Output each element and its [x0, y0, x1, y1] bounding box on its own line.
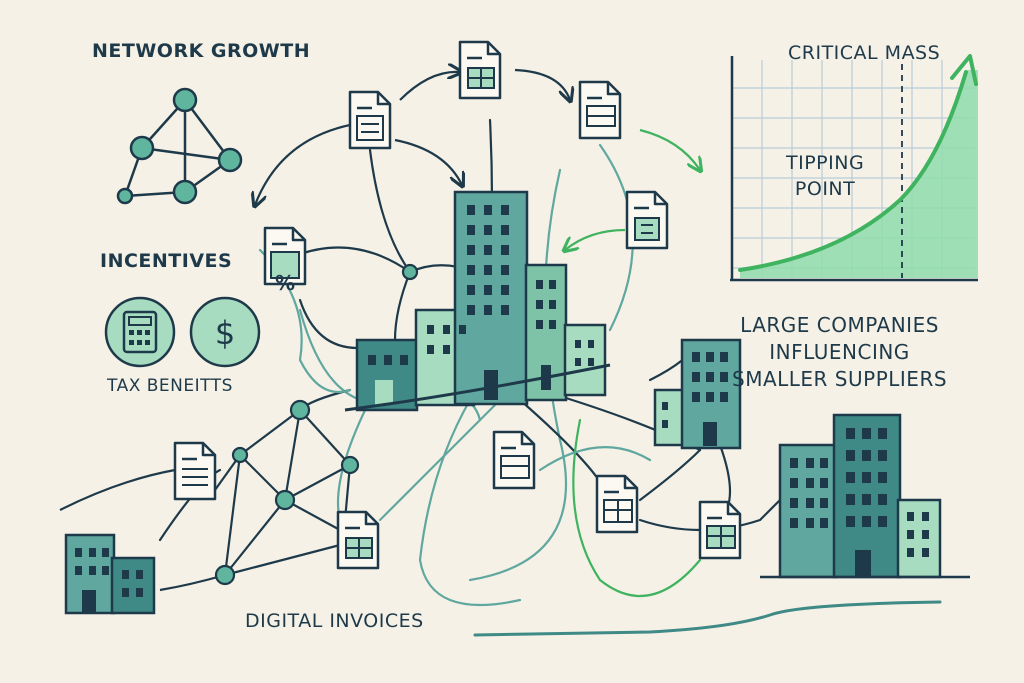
invoice-document-5	[173, 441, 217, 501]
tax-benefits-label: TAX BENEITTS	[107, 376, 233, 396]
bottom-accent-line	[473, 600, 942, 637]
invoice-document-8	[595, 474, 639, 534]
invoice-document-6	[336, 510, 380, 570]
digital-invoices-label: DIGITAL INVOICES	[245, 610, 424, 632]
large-companies-label: LARGE COMPANIES INFLUENCING SMALLER SUPP…	[732, 312, 947, 393]
large-companies-line-1: LARGE COMPANIES	[740, 313, 939, 337]
percent-glyph: %	[275, 271, 295, 295]
invoice-network	[59, 263, 419, 592]
tipping-point-label: TIPPING POINT	[786, 150, 864, 202]
central-buildings	[344, 190, 611, 412]
critical-mass-chart	[730, 54, 978, 282]
growth-area	[740, 70, 978, 278]
critical-mass-label: CRITICAL MASS	[788, 42, 941, 64]
network-graph-icon	[116, 87, 243, 205]
large-companies-line-2: INFLUENCING	[769, 340, 910, 364]
growth-curve	[738, 70, 968, 272]
incentives-label: INCENTIVES	[100, 250, 233, 272]
invoice-document-1	[348, 90, 392, 150]
large-companies-line-3: SMALLER SUPPLIERS	[732, 367, 948, 391]
invoice-document-7	[492, 430, 536, 490]
tipping-point-line-1: TIPPING	[786, 152, 865, 174]
dollar-coin-icon	[189, 296, 261, 368]
invoice-document-2	[458, 40, 502, 100]
right-buildings-small	[653, 338, 742, 450]
calculator-icon	[104, 296, 176, 368]
percent-document-icon	[263, 226, 307, 286]
invoice-document-9	[698, 500, 742, 560]
tipping-point-line-2: POINT	[794, 178, 856, 200]
right-buildings-large	[760, 413, 970, 579]
growth-arrowhead	[950, 54, 978, 86]
network-growth-label: NETWORK GROWTH	[92, 40, 311, 62]
left-buildings	[64, 533, 156, 615]
invoice-document-3	[578, 80, 622, 140]
dollar-glyph: $	[215, 314, 235, 352]
invoice-document-4	[625, 190, 669, 250]
flow-arrows	[255, 70, 700, 250]
